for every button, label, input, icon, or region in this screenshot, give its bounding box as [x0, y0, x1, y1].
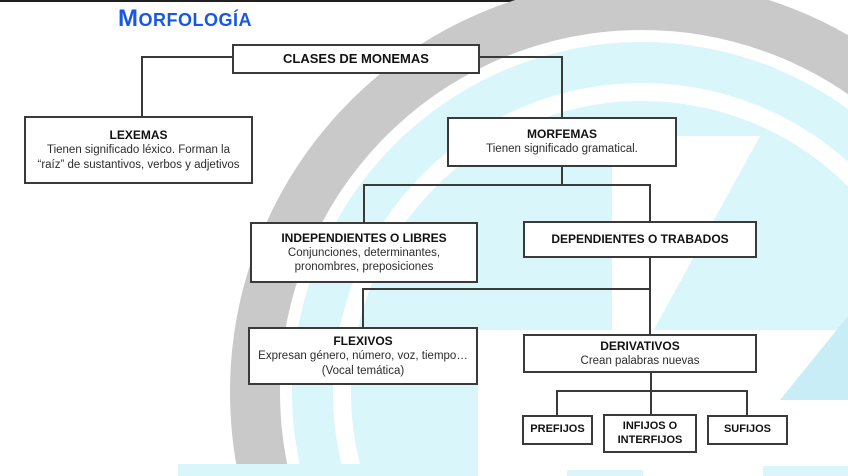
node-prefijos-label: PREFIJOS	[530, 423, 585, 436]
node-lexemas-label: LEXEMAS	[109, 128, 168, 143]
node-lexemas-desc: Tienen significado léxico. Forman la “ra…	[37, 144, 240, 171]
connector	[649, 184, 651, 221]
connector	[363, 184, 651, 186]
node-derivativos-label: DERIVATIVOS	[600, 338, 680, 353]
node-clases-de-monemas: CLASES DE MONEMAS	[232, 44, 480, 74]
connector	[650, 390, 652, 414]
connector	[649, 288, 651, 334]
node-prefijos: PREFIJOS	[522, 415, 593, 445]
watermark-cyan-strip	[178, 464, 478, 476]
node-dependientes-label: DEPENDIENTES O TRABADOS	[551, 232, 729, 246]
node-sufijos: SUFIJOS	[707, 415, 788, 445]
node-flexivos-label: FLEXIVOS	[333, 334, 393, 349]
node-independientes-label: INDEPENDIENTES O LIBRES	[281, 230, 447, 245]
connector	[141, 56, 232, 58]
node-derivativos-desc: Crean palabras nuevas	[580, 354, 700, 367]
connector	[141, 56, 143, 116]
connector	[556, 390, 748, 392]
node-independientes-o-libres: INDEPENDIENTES O LIBRES Conjunciones, de…	[250, 222, 478, 283]
connector	[561, 56, 563, 117]
node-morfemas-desc: Tienen significado gramatical.	[486, 143, 638, 156]
connector	[650, 373, 652, 392]
connector	[649, 258, 651, 290]
connector	[362, 288, 651, 290]
watermark-cyan-strip	[763, 466, 848, 476]
connector	[746, 390, 748, 415]
watermark-cyan-strip	[567, 470, 643, 476]
node-sufijos-label: SUFIJOS	[723, 423, 772, 436]
node-morfemas: MORFEMAS Tienen significado gramatical.	[447, 117, 677, 167]
connector	[556, 390, 558, 415]
connector	[362, 288, 364, 327]
page-title-initial: M	[118, 5, 139, 32]
connector	[561, 167, 563, 186]
page-title: MORFOLOGÍA	[118, 5, 252, 33]
top-border-line	[0, 0, 700, 2]
connector	[480, 56, 562, 58]
node-dependientes-o-trabados: DEPENDIENTES O TRABADOS	[523, 221, 757, 258]
node-clases-de-monemas-label: CLASES DE MONEMAS	[283, 50, 429, 66]
node-infijos-label: INFIJOS O INTERFIJOS	[617, 419, 683, 446]
node-infijos-o-interfijos: INFIJOS O INTERFIJOS	[603, 414, 697, 453]
node-lexemas: LEXEMAS Tienen significado léxico. Forma…	[24, 116, 253, 184]
connector	[363, 184, 365, 222]
node-independientes-desc: Conjunciones, determinantes, pronombres,…	[287, 246, 441, 273]
node-flexivos: FLEXIVOS Expresan género, número, voz, t…	[248, 327, 478, 385]
node-morfemas-label: MORFEMAS	[527, 127, 597, 142]
node-derivativos: DERIVATIVOS Crean palabras nuevas	[523, 334, 757, 373]
page-title-rest: ORFOLOGÍA	[138, 10, 252, 30]
node-flexivos-desc: Expresan género, número, voz, tiempo…(Vo…	[258, 350, 468, 377]
